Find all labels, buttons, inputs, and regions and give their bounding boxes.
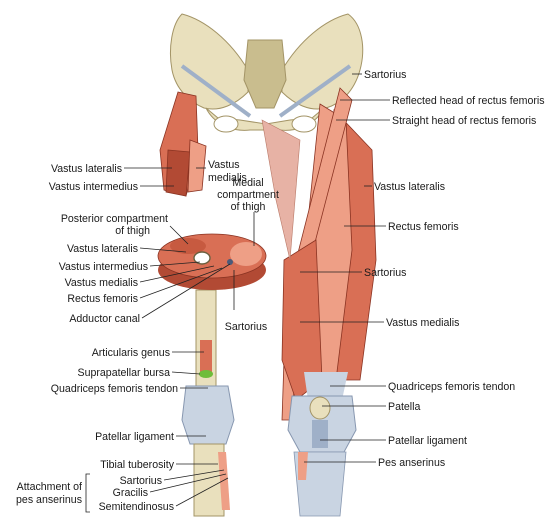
suprapatellar-bursa	[199, 370, 213, 378]
label-sartorius-right: Sartorius	[364, 267, 406, 279]
medial-compartment-region	[230, 242, 262, 266]
inguinal-ligament-left	[180, 64, 252, 118]
label-sartorius-bottom: Sartorius	[120, 475, 162, 487]
label-vastus-intermedius-cs: Vastus intermedius	[59, 261, 148, 273]
left-knee	[181, 385, 235, 445]
label-sartorius-cs: Sartorius	[225, 321, 267, 333]
labels: Sartorius Reflected head of rectus femor…	[16, 69, 544, 513]
label-suprapatellar-bursa: Suprapatellar bursa	[78, 367, 171, 379]
label-rectus-femoris-cs: Rectus femoris	[67, 293, 138, 305]
thigh-cross-section	[157, 233, 267, 290]
label-vastus-intermedius-upper: Vastus intermedius	[49, 181, 138, 193]
left-iliac-wing	[169, 13, 249, 110]
right-iliac-wing	[281, 13, 364, 110]
label-medial-comp-1: Medial	[232, 177, 263, 189]
label-adductor-canal: Adductor canal	[69, 313, 140, 325]
label-quadriceps-tendon-left: Quadriceps femoris tendon	[51, 383, 178, 395]
femur-cross-section	[193, 251, 211, 265]
right-thigh	[261, 87, 377, 517]
label-quadriceps-tendon-right: Quadriceps femoris tendon	[388, 381, 515, 393]
right-quadriceps-tendon	[304, 372, 348, 400]
label-pes-anserinus: Pes anserinus	[378, 457, 445, 469]
left-femur-group	[159, 91, 235, 517]
articularis-genus-muscle	[200, 340, 212, 372]
left-pes-anserinus	[218, 452, 230, 510]
right-adductors	[261, 119, 301, 261]
left-obturator	[213, 115, 239, 133]
label-tibial-tuberosity: Tibial tuberosity	[100, 459, 174, 471]
sacrum	[243, 39, 287, 109]
leader-lines	[85, 73, 390, 513]
label-medial-comp-3: of thigh	[231, 201, 266, 213]
label-vastus-lateralis-cs: Vastus lateralis	[67, 243, 138, 255]
adductor-canal-vessel	[227, 259, 233, 265]
label-vastus-medialis-cs: Vastus medialis	[65, 277, 138, 289]
label-posterior-comp-1: Posterior compartment	[61, 213, 168, 225]
label-reflected-head: Reflected head of rectus femoris	[392, 95, 545, 107]
label-attachment-2: pes anserinus	[16, 494, 82, 506]
label-patellar-ligament-right: Patellar ligament	[388, 435, 467, 447]
label-sartorius-top: Sartorius	[364, 69, 406, 81]
right-patellar-ligament	[312, 420, 328, 448]
label-vastus-lateralis-upper: Vastus lateralis	[51, 163, 122, 175]
pelvis	[169, 13, 364, 133]
label-straight-head: Straight head of rectus femoris	[392, 115, 536, 127]
label-attachment-1: Attachment of	[17, 481, 82, 493]
label-rectus-femoris-right: Rectus femoris	[388, 221, 459, 233]
right-leg	[293, 451, 347, 517]
vastus-medialis-stump	[187, 139, 207, 193]
label-vastus-medialis-upper-1: Vastus	[208, 159, 240, 171]
label-vastus-medialis-upper-2: medialis	[208, 172, 247, 184]
label-medial-comp-2: compartment	[217, 189, 279, 201]
label-gracilis: Gracilis	[113, 487, 148, 499]
label-vastus-lateralis-right: Vastus lateralis	[374, 181, 445, 193]
right-patella	[309, 396, 331, 420]
label-posterior-comp-2: of thigh	[115, 225, 150, 237]
posterior-compartment-region	[170, 238, 206, 254]
right-pes-anserinus	[298, 452, 308, 480]
label-semitendinosus: Semitendinosus	[99, 501, 174, 513]
vastus-intermedius-stump	[165, 149, 191, 197]
label-vastus-medialis-right: Vastus medialis	[386, 317, 459, 329]
label-patellar-ligament-left: Patellar ligament	[95, 431, 174, 443]
right-obturator	[291, 115, 317, 133]
inguinal-ligament-right	[278, 64, 352, 118]
label-articularis-genus: Articularis genus	[92, 347, 170, 359]
label-patella: Patella	[388, 401, 420, 413]
